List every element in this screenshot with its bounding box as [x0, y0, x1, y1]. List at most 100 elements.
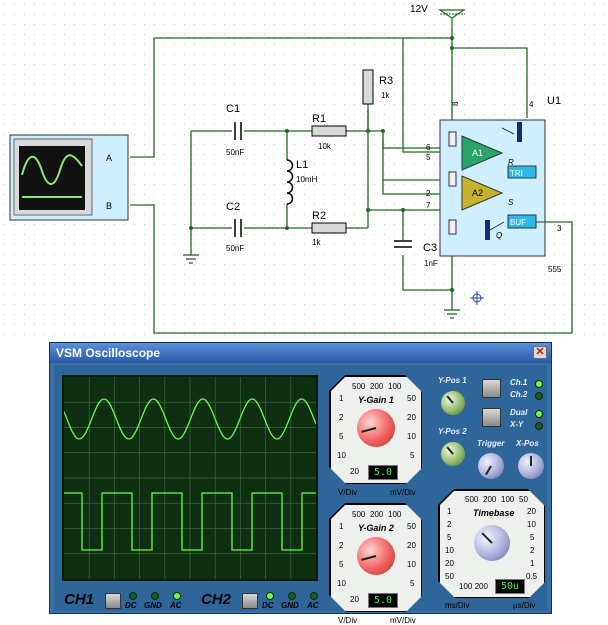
ch2-label: CH2 — [201, 591, 232, 608]
ch1-dc-led — [129, 592, 137, 600]
r2-ref: R2 — [312, 210, 326, 222]
ygain1-unit-mvdiv: mV/Div — [390, 488, 416, 497]
ygain1-right-20: 20 — [407, 413, 416, 422]
timebase-left-1: 1 — [447, 507, 452, 516]
ygain1-knob[interactable] — [357, 409, 395, 447]
xpos-label: X-Pos — [516, 439, 539, 448]
ygain2-left-10: 10 — [337, 579, 346, 588]
ic-u1-555[interactable] — [439, 119, 546, 257]
ch1-coupling-button[interactable] — [105, 593, 121, 609]
c1-value: 50nF — [226, 148, 244, 157]
timebase-knob[interactable] — [474, 525, 510, 561]
ygain1-unit-vdiv: V/Div — [338, 488, 358, 497]
timebase-left-5: 5 — [447, 533, 452, 542]
ygain2-scale-200: 200 — [370, 510, 384, 519]
oscilloscope-window[interactable]: VSM Oscilloscope ✕ 500 200 100 Y-Gain 1 … — [49, 342, 552, 625]
oscilloscope-titlebar[interactable]: VSM Oscilloscope ✕ — [50, 343, 551, 363]
c3-value: 1nF — [424, 259, 438, 268]
ygain2-right-50: 50 — [407, 522, 416, 531]
ygain2-right-20: 20 — [407, 541, 416, 550]
c3-ref: C3 — [423, 242, 437, 254]
ch1-gnd-led — [151, 592, 159, 600]
dual-label: Dual — [510, 408, 528, 417]
ch2-coupling-button[interactable] — [242, 593, 258, 609]
ygain1-right-5: 5 — [410, 451, 415, 460]
ch1-select-label: Ch.1 — [510, 378, 528, 387]
ch1-ac-led — [173, 592, 181, 600]
ygain2-title: Y-Gain 2 — [358, 523, 394, 533]
timebase-right-5: 5 — [530, 533, 535, 542]
ypos1-knob[interactable] — [441, 391, 465, 415]
ygain1-left-2: 2 — [339, 413, 344, 422]
ygain1-title: Y-Gain 1 — [358, 395, 394, 405]
xy-led — [535, 422, 543, 430]
r2-value: 1k — [312, 238, 321, 247]
ygain1-scale-500: 500 — [352, 382, 366, 391]
ch1-select-led — [535, 380, 543, 388]
ch1-ac-label: AC — [170, 601, 182, 610]
timebase-display: 50u — [495, 579, 525, 594]
ygain1-left-10: 10 — [337, 451, 346, 460]
pin-5: 5 — [426, 153, 431, 162]
resistor-r2[interactable] — [311, 222, 347, 234]
ypos2-knob[interactable] — [441, 442, 465, 466]
ch1-dc-label: DC — [125, 601, 137, 610]
timebase-bottom-scale: 100 200 — [459, 582, 488, 591]
inductor-l1[interactable] — [286, 159, 294, 205]
ygain1-scale-100: 100 — [388, 382, 402, 391]
trigger-label: Trigger — [477, 439, 505, 448]
supply-12v[interactable]: 12V — [410, 4, 466, 28]
dual-xy-button[interactable] — [482, 408, 501, 427]
q-label: Q — [496, 231, 502, 240]
pin-3: 3 — [557, 224, 562, 233]
ch1-label: CH1 — [64, 591, 95, 608]
timebase-scale-50: 50 — [519, 495, 528, 504]
c1-ref: C1 — [226, 103, 240, 115]
ygain2-unit-mvdiv: mV/Div — [390, 616, 416, 625]
xpos-knob[interactable] — [518, 453, 544, 479]
ypos2-label: Y-Pos 2 — [438, 427, 467, 436]
ygain2-left-5: 5 — [339, 560, 344, 569]
ch2-select-label: Ch.2 — [510, 390, 528, 399]
timebase-scale-200: 200 — [483, 495, 497, 504]
ch2-ac-led — [310, 592, 318, 600]
timebase-left-2: 2 — [447, 520, 452, 529]
pin-6: 6 — [426, 143, 431, 152]
timebase-right-2: 2 — [530, 546, 535, 555]
pin-2: 2 — [426, 189, 431, 198]
ch2-gnd-label: GND — [281, 601, 299, 610]
u1-part: 555 — [548, 265, 562, 274]
s-label: S — [508, 198, 514, 207]
ygain2-knob[interactable] — [357, 537, 395, 575]
origin-crosshair-icon — [470, 291, 484, 305]
a1-label: A1 — [472, 148, 483, 158]
pin-7: 7 — [426, 201, 431, 210]
trace-ch1 — [64, 398, 316, 440]
trigger-knob[interactable] — [478, 453, 504, 479]
scope-instrument-symbol[interactable] — [9, 134, 129, 221]
ygain2-panel: 500 200 100 Y-Gain 2 1 2 5 10 20 50 20 1… — [330, 504, 422, 612]
capacitor-c3[interactable] — [394, 240, 412, 248]
capacitor-c1[interactable] — [234, 122, 242, 140]
ygain1-right-10: 10 — [407, 432, 416, 441]
oscilloscope-body: 500 200 100 Y-Gain 1 1 2 5 10 20 50 20 1… — [54, 365, 547, 625]
timebase-scale-500: 500 — [465, 495, 479, 504]
timebase-left-10: 10 — [445, 546, 454, 555]
ygain2-unit-vdiv: V/Div — [338, 616, 358, 625]
resistor-r1[interactable] — [311, 125, 347, 137]
ch2-gnd-led — [288, 592, 296, 600]
timebase-left-20: 20 — [445, 559, 454, 568]
channel-select-button[interactable] — [482, 379, 501, 398]
c2-value: 50nF — [226, 244, 244, 253]
resistor-r3[interactable] — [362, 69, 374, 105]
ch1-gnd-label: GND — [144, 601, 162, 610]
ygain1-scale-200: 200 — [370, 382, 384, 391]
buf-label: BUF — [510, 218, 526, 227]
ygain1-right-50: 50 — [407, 394, 416, 403]
scope-input-b: B — [106, 201, 112, 211]
ygain1-left-20: 20 — [350, 467, 359, 476]
ygain1-panel: 500 200 100 Y-Gain 1 1 2 5 10 20 50 20 1… — [330, 376, 422, 484]
schematic-canvas[interactable]: 12V C1 50nF C2 50nF R1 10k R2 1k R3 1k L… — [0, 0, 608, 340]
capacitor-c2[interactable] — [234, 219, 242, 237]
close-button[interactable]: ✕ — [533, 346, 547, 359]
